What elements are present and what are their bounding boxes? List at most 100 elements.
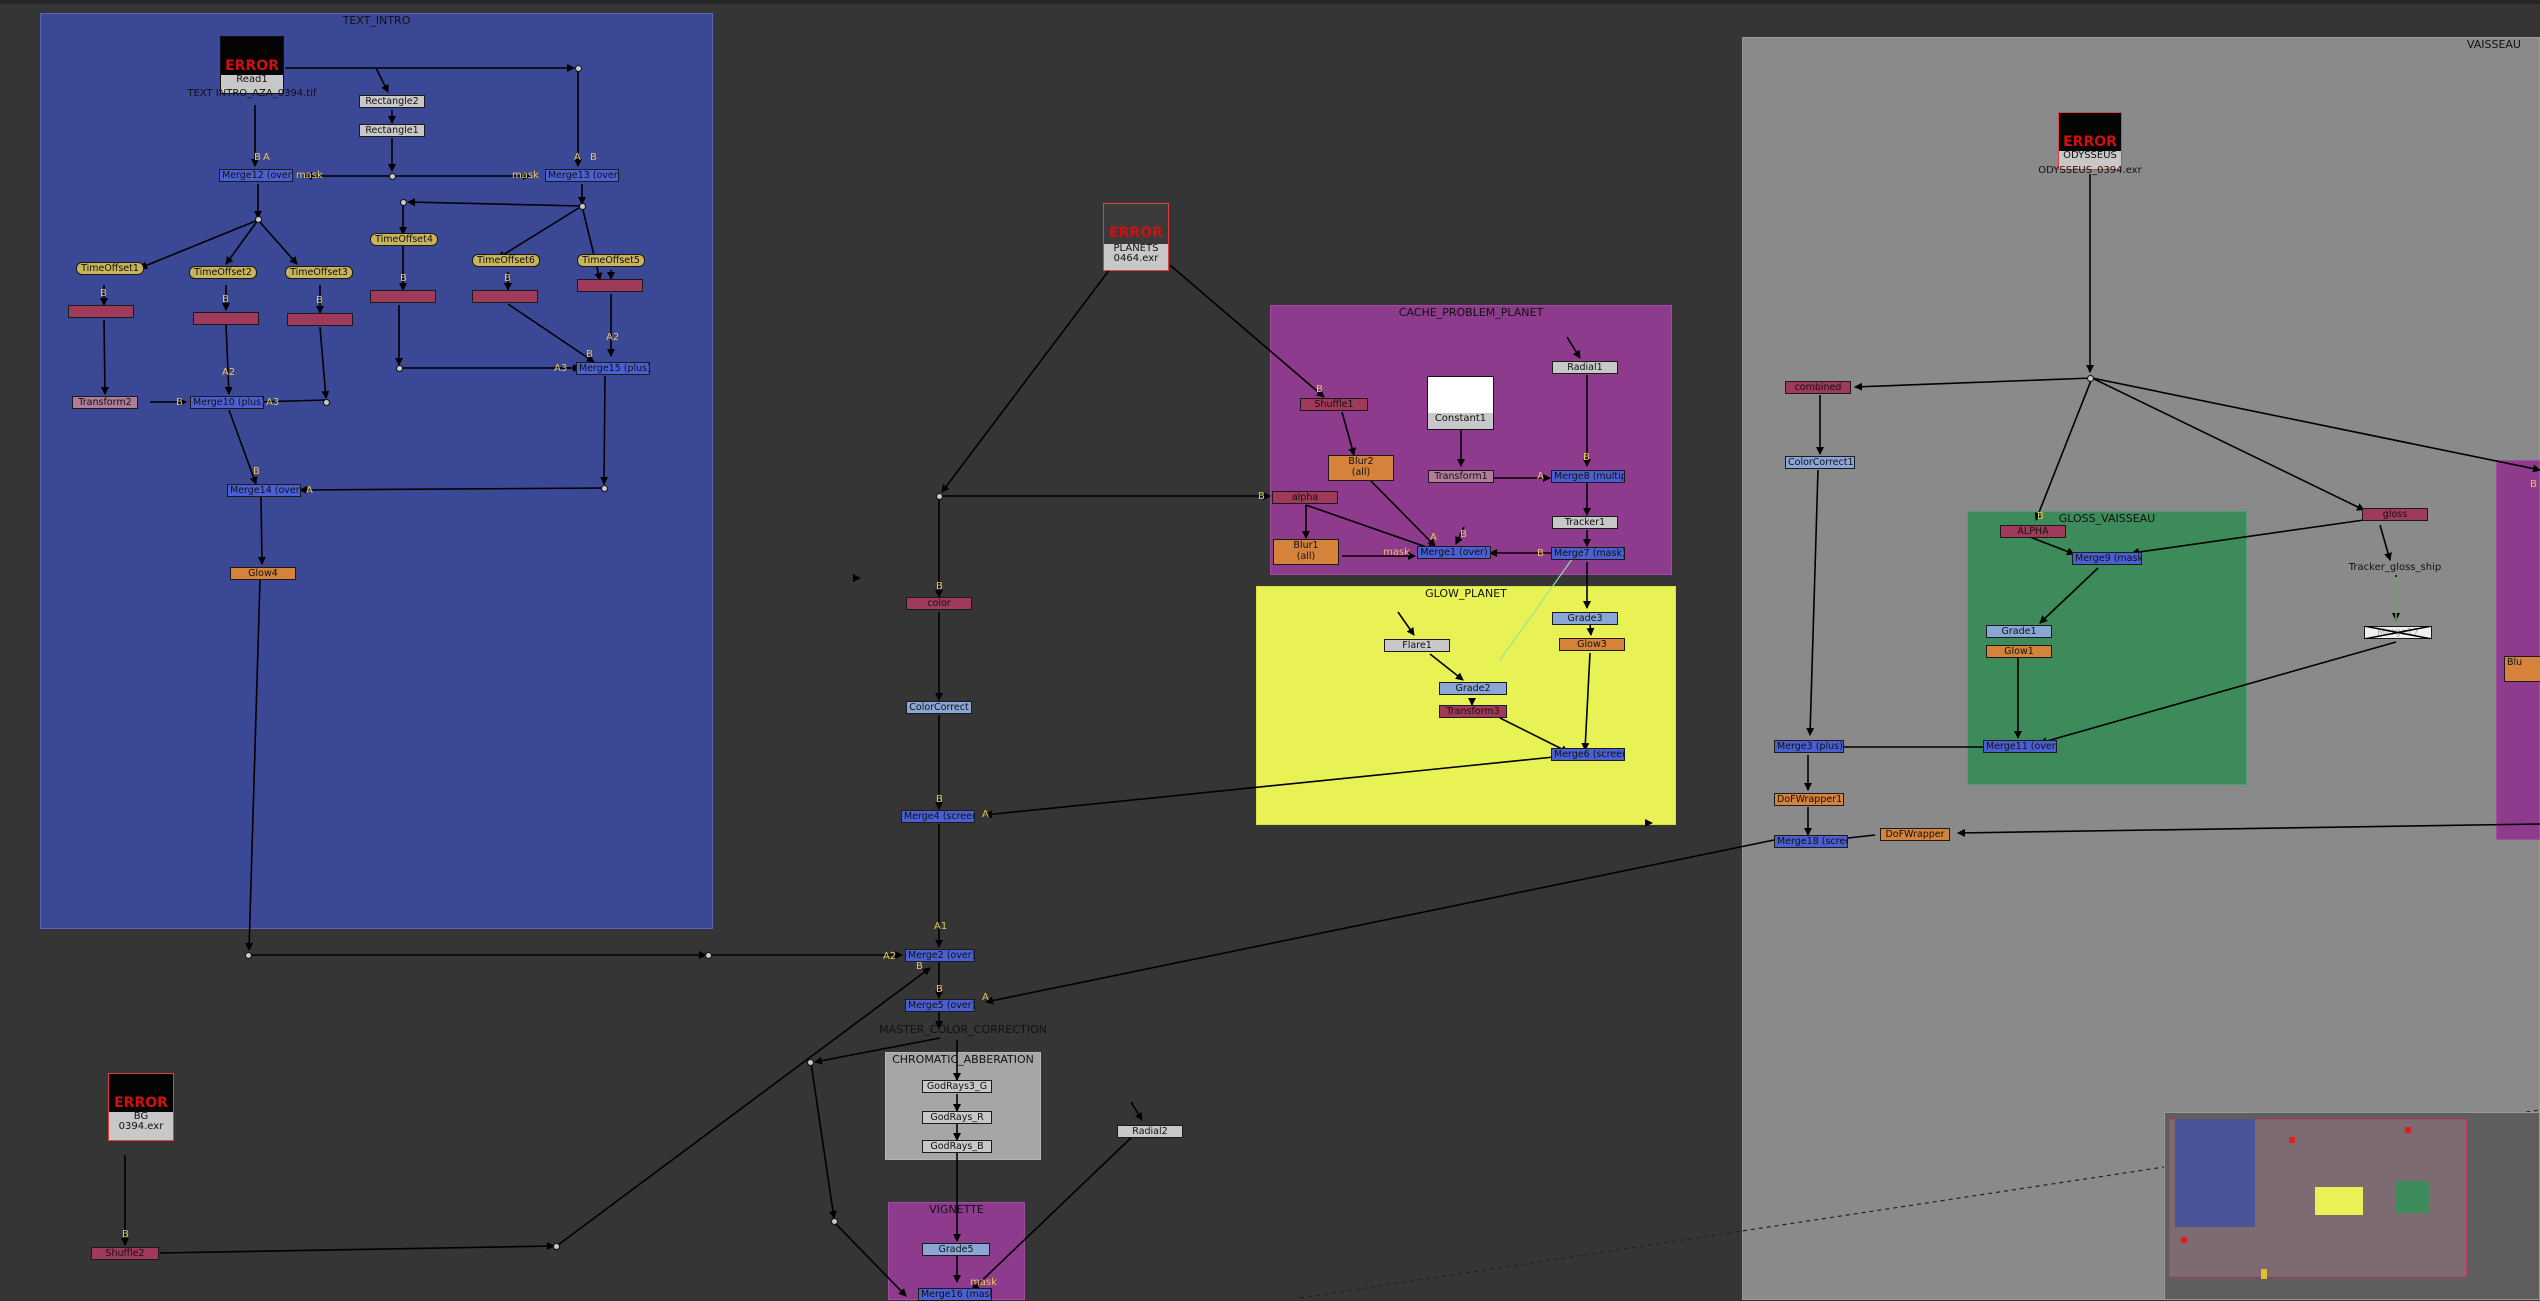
colorcorrect-node[interactable]: ColorCorrect1 [1785,456,1855,469]
pipe-label-a: A [982,809,989,820]
dot[interactable] [806,1058,814,1066]
timeoffset6-node[interactable]: TimeOffset6 [472,254,540,267]
merge-screen-node[interactable]: Merge6 (screen) [1551,748,1625,761]
blur-node[interactable]: Blu [2504,656,2540,682]
pipe-label-b: B [586,349,593,360]
merge-over-node[interactable]: Merge2 (over) [905,949,975,962]
read-node-planets[interactable]: ERROR PLANETS 0464.exr [1103,203,1169,271]
backdrop-text-intro[interactable]: TEXT_INTRO [40,13,713,929]
read-node-odysseus[interactable]: ERROR ODYSSEUS [2058,112,2122,170]
pipe-label-b: B [1258,491,1265,502]
dot[interactable] [552,1242,560,1250]
error-label: ERROR [2063,134,2117,150]
shuffle-node[interactable]: Shuffle1 [1300,398,1368,411]
constant-node[interactable]: Constant1 [1427,376,1494,430]
glow3-node[interactable]: Glow3 [1559,638,1625,651]
godrays-r-node[interactable]: GodRays_R [922,1111,992,1124]
grade-node[interactable]: Grade5 [922,1243,990,1256]
dot[interactable] [935,492,943,500]
grade2-node[interactable]: Grade2 [1439,682,1507,695]
merge13-node[interactable]: Merge13 (over) [545,169,619,182]
dot[interactable] [704,951,712,959]
transform2-node[interactable]: Transform2 [72,396,138,409]
timeoffset2-node[interactable]: TimeOffset2 [189,266,257,279]
combined-node[interactable]: combined [1785,381,1851,394]
blur2-node[interactable]: Blur2 (all) [1328,455,1394,481]
merge-plus-node[interactable]: Merge3 (plus) [1774,740,1844,753]
timeoffset3-node[interactable]: TimeOffset3 [285,266,353,279]
minimap[interactable] [2164,1112,2540,1300]
transform1-node[interactable]: Transform1 [1428,470,1494,483]
timeoffset4-node[interactable]: TimeOffset4 [370,233,438,246]
read-file-label: 0464.exr [1113,253,1159,264]
crop-node[interactable]: Crop6 [68,305,134,318]
read-file-label: TEXT INTRO_AZA_0394.tif [187,88,317,99]
merge-over-node[interactable]: Merge1 (over) [1417,546,1491,559]
minimap-text-intro [2175,1119,2255,1227]
merge12-node[interactable]: Merge12 (over) [219,169,293,182]
merge14-node[interactable]: Merge14 (over) [227,484,301,497]
merge-over-node[interactable]: Merge5 (over) [905,999,975,1012]
alpha-node[interactable]: alpha [1272,491,1338,504]
merge-mask-node[interactable]: Merge7 (mask) [1551,547,1625,560]
colorcorrect-node[interactable]: ColorCorrect [906,701,972,714]
pipe-label-b: B [590,152,597,163]
crop-node[interactable]: Crop5 [193,312,259,325]
grade3-node[interactable]: Grade3 [1552,612,1618,625]
rectangle1-node[interactable]: Rectangle1 [359,124,425,137]
read-node-read1[interactable]: ERROR Read1 [220,36,284,94]
crop-node[interactable]: Crop1 [472,290,538,303]
glow4-node[interactable]: Glow4 [230,567,296,580]
transform3-node[interactable]: Transform3 [1439,705,1507,718]
merge-mask-node[interactable]: Merge9 (mask) [2072,552,2142,565]
dot[interactable] [2086,374,2094,382]
dot[interactable] [322,398,330,406]
crop-node[interactable]: Crop3 [287,313,353,326]
gloss-node[interactable]: gloss [2362,508,2428,521]
merge15-node[interactable]: Merge15 (plus) [576,362,650,375]
merge-over-node[interactable]: Merge11 (over) [1983,740,2057,753]
dot[interactable] [399,198,407,206]
crop-node[interactable]: Crop4 [370,290,436,303]
dot[interactable] [578,202,586,210]
pipe-label-b: B [100,288,107,299]
rectangle2-node[interactable]: Rectangle2 [359,95,425,108]
dofwrapper1-node[interactable]: DoFWrapper1 [1774,793,1844,806]
dot[interactable] [244,951,252,959]
dot[interactable] [254,215,262,223]
alpha-gloss-node[interactable]: ALPHA [2000,525,2066,538]
timeoffset1-node[interactable]: TimeOffset1 [76,262,144,275]
crop-node[interactable]: Crop2 [577,279,643,292]
merge-screen-node[interactable]: Merge4 (screen) [901,810,975,823]
dot[interactable] [395,364,403,372]
backdrop-right-edge[interactable] [2496,460,2540,840]
tracker1-node[interactable]: Tracker1 [1552,516,1618,529]
timeoffset5-node[interactable]: TimeOffset5 [577,254,645,267]
grade1-node[interactable]: Grade1 [1986,625,2052,638]
glow1-node[interactable]: Glow1 [1986,645,2052,658]
radial2-node[interactable]: Radial2 [1117,1125,1183,1138]
dofwrapper-node[interactable]: DoFWrapper [1880,828,1950,841]
dot[interactable] [830,1217,838,1225]
read-node-name: BG [133,1111,149,1122]
radial1-node[interactable]: Radial1 [1552,361,1618,374]
backdrop-cache-problem-planet[interactable]: CACHE_PROBLEM_PLANET [1270,305,1672,575]
merge-mask-node[interactable]: Merge16 (mask) [918,1288,992,1301]
read-node-bg[interactable]: ERROR BG 0394.exr [108,1073,174,1141]
godrays-b-node[interactable]: GodRays_B [922,1140,992,1153]
merge-screen-node[interactable]: Merge18 (screen) [1774,835,1848,848]
read-node-name: ODYSSEUS [2063,150,2117,161]
color-node[interactable]: color [906,597,972,610]
godrays-g-node[interactable]: GodRays3_G [922,1080,992,1093]
flare1-node[interactable]: Flare1 [1384,639,1450,652]
merge-multiply-node[interactable]: Merge8 (multiply) [1551,470,1625,483]
dot[interactable] [600,484,608,492]
constant-node-name: Constant1 [1434,413,1487,424]
dot[interactable] [574,64,582,72]
tracker-gloss-ship-node[interactable]: Tracker_gloss_ship [2348,562,2442,573]
shuffle-bg-node[interactable]: Shuffle2 [91,1247,159,1260]
merge10-node[interactable]: Merge10 (plus) [190,396,264,409]
blur1-node[interactable]: Blur1 (all) [1273,539,1339,565]
dot[interactable] [388,172,396,180]
read-node-name: Read1 [236,74,268,85]
